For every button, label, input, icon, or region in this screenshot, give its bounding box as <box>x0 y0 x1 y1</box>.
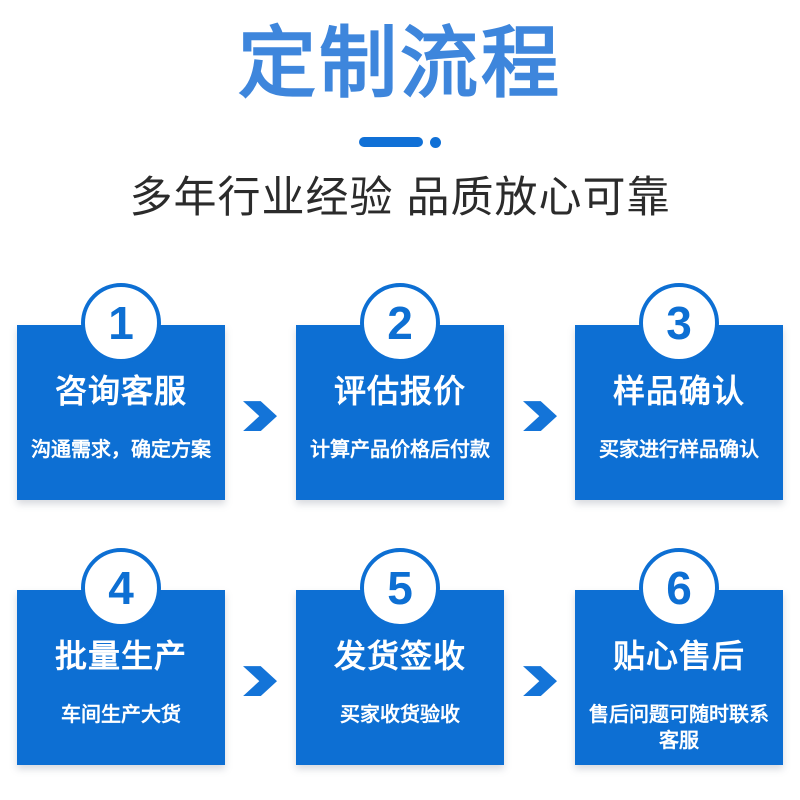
step-number: 6 <box>666 562 692 615</box>
step-number-badge: 1 <box>81 283 161 364</box>
divider-dot-icon <box>430 136 441 148</box>
step-card-3: 3 样品确认 买家进行样品确认 <box>575 283 783 501</box>
step-card-6: 6 贴心售后 售后问题可随时联系客服 <box>575 548 783 766</box>
step-number: 3 <box>666 297 692 350</box>
step-title: 样品确认 <box>612 373 745 410</box>
page-subtitle: 多年行业经验 品质放心可靠 <box>129 173 671 222</box>
step-number: 2 <box>387 297 413 350</box>
step-number-badge: 5 <box>360 548 440 629</box>
step-description: 计算产品价格后付款 <box>310 439 490 462</box>
step-description: 车间生产大货 <box>61 704 181 727</box>
step-number: 4 <box>108 562 134 615</box>
chevron-right-icon <box>523 401 557 432</box>
step-title: 发货签收 <box>333 638 466 675</box>
step-description: 买家进行样品确认 <box>599 439 759 462</box>
chevron-right-icon <box>243 666 277 697</box>
step-title: 贴心售后 <box>612 638 745 675</box>
step-description: 售后问题可随时联系客服 <box>589 704 769 753</box>
step-card-1: 1 咨询客服 沟通需求，确定方案 <box>17 283 225 501</box>
chevron-right-icon <box>523 666 557 697</box>
custom-process-infographic: 定制流程 多年行业经验 品质放心可靠 1 咨询客服 沟通需求，确定方案 2 评估… <box>0 22 800 800</box>
step-card-2: 2 评估报价 计算产品价格后付款 <box>296 283 504 501</box>
chevron-right-icon <box>243 401 277 432</box>
step-card-5: 5 发货签收 买家收货验收 <box>296 548 504 766</box>
step-number-badge: 2 <box>360 283 440 364</box>
step-card-4: 4 批量生产 车间生产大货 <box>17 548 225 766</box>
step-number-badge: 3 <box>639 283 719 364</box>
title-divider <box>0 136 800 148</box>
step-description: 沟通需求，确定方案 <box>31 439 211 462</box>
steps-row-1: 1 咨询客服 沟通需求，确定方案 2 评估报价 计算产品价格后付款 3 样品确认… <box>0 283 800 501</box>
steps-row-2: 4 批量生产 车间生产大货 5 发货签收 买家收货验收 6 贴心售后 售后问题可… <box>0 548 800 766</box>
divider-bar-icon <box>359 137 423 148</box>
step-number: 5 <box>387 562 413 615</box>
step-title: 批量生产 <box>54 638 187 675</box>
step-number: 1 <box>108 297 134 350</box>
step-number-badge: 6 <box>639 548 719 629</box>
step-number-badge: 4 <box>81 548 161 629</box>
step-title: 评估报价 <box>333 373 466 410</box>
page-title: 定制流程 <box>237 19 562 107</box>
step-description: 买家收货验收 <box>340 704 460 727</box>
step-title: 咨询客服 <box>54 373 187 410</box>
